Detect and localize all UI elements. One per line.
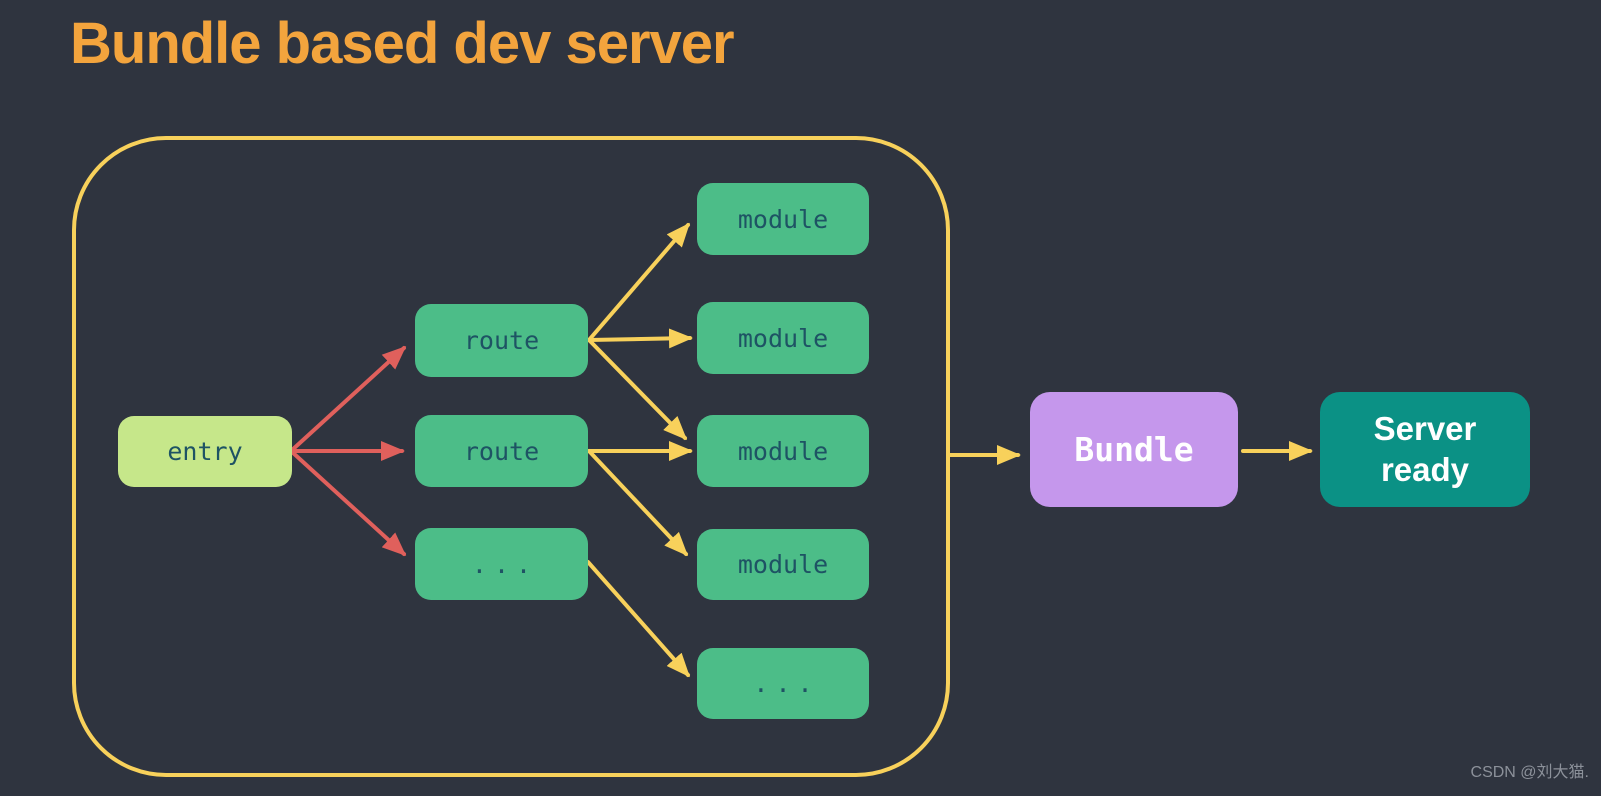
node-entry: entry bbox=[118, 416, 292, 487]
node-route-1-label: route bbox=[463, 326, 540, 355]
slide-title: Bundle based dev server bbox=[70, 11, 735, 76]
node-server-ready-label: Server ready bbox=[1373, 410, 1477, 488]
arrow-entry-to-route-more bbox=[289, 449, 407, 557]
node-module-3-label: module bbox=[737, 436, 829, 466]
node-module-2-label: module bbox=[737, 323, 829, 353]
node-route-2: route bbox=[415, 415, 588, 487]
arrow-route-1-to-module-3 bbox=[587, 338, 688, 441]
node-route-2-label: route bbox=[463, 436, 540, 466]
node-module-3: module bbox=[697, 415, 869, 487]
node-route-more: ... bbox=[415, 528, 588, 600]
node-bundle-label: Bundle bbox=[1074, 430, 1194, 469]
arrow-route-1-to-module-1 bbox=[587, 222, 690, 342]
node-server-ready: Server ready bbox=[1320, 392, 1530, 507]
arrow-entry-to-route-1 bbox=[289, 345, 407, 453]
node-module-1: module bbox=[697, 183, 869, 255]
node-route-1: route bbox=[415, 304, 588, 377]
node-module-more: ... bbox=[697, 648, 869, 719]
arrow-route-more-to-module-more bbox=[586, 560, 690, 678]
node-module-2: module bbox=[697, 302, 869, 374]
node-module-4-label: module bbox=[737, 550, 829, 579]
node-entry-label: entry bbox=[167, 437, 243, 466]
arrow-route-1-to-module-2 bbox=[587, 328, 693, 349]
arrow-route-2-to-module-4 bbox=[587, 449, 689, 557]
node-module-more-label: ... bbox=[753, 669, 820, 698]
node-module-1-label: module bbox=[737, 204, 829, 234]
node-bundle: Bundle bbox=[1030, 392, 1238, 507]
watermark: CSDN @刘大猫. bbox=[1470, 764, 1589, 781]
node-route-more-label: ... bbox=[471, 549, 539, 579]
node-module-4: module bbox=[697, 529, 869, 600]
